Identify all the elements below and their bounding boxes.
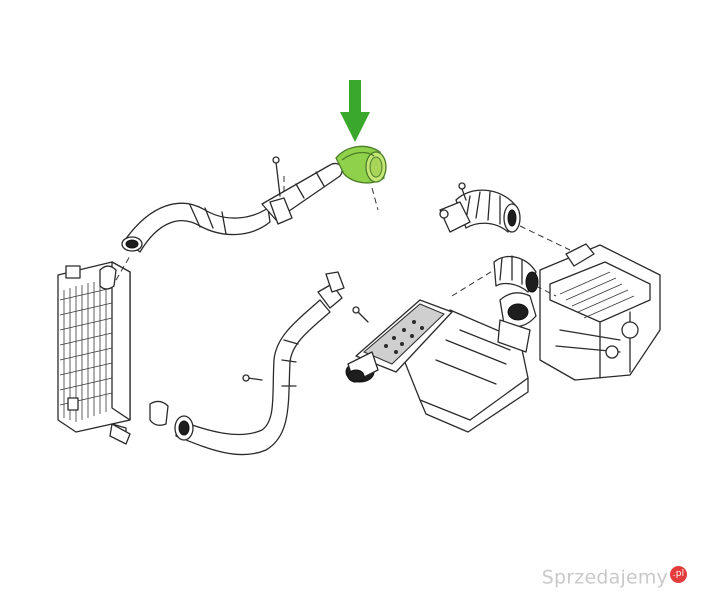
highlighted-intake-hose [335,145,387,184]
lower-charge-air-hose [109,271,369,456]
turbo-intake-hose [439,182,539,293]
watermark-logo: Sprzedajemy.pl [542,565,687,588]
upper-charge-air-hose [121,156,343,253]
assembly-guide-lines [115,187,571,297]
down-arrow-icon [340,80,370,142]
air-filter-box [345,299,529,433]
engine-block [497,243,661,381]
intercooler [57,261,131,439]
